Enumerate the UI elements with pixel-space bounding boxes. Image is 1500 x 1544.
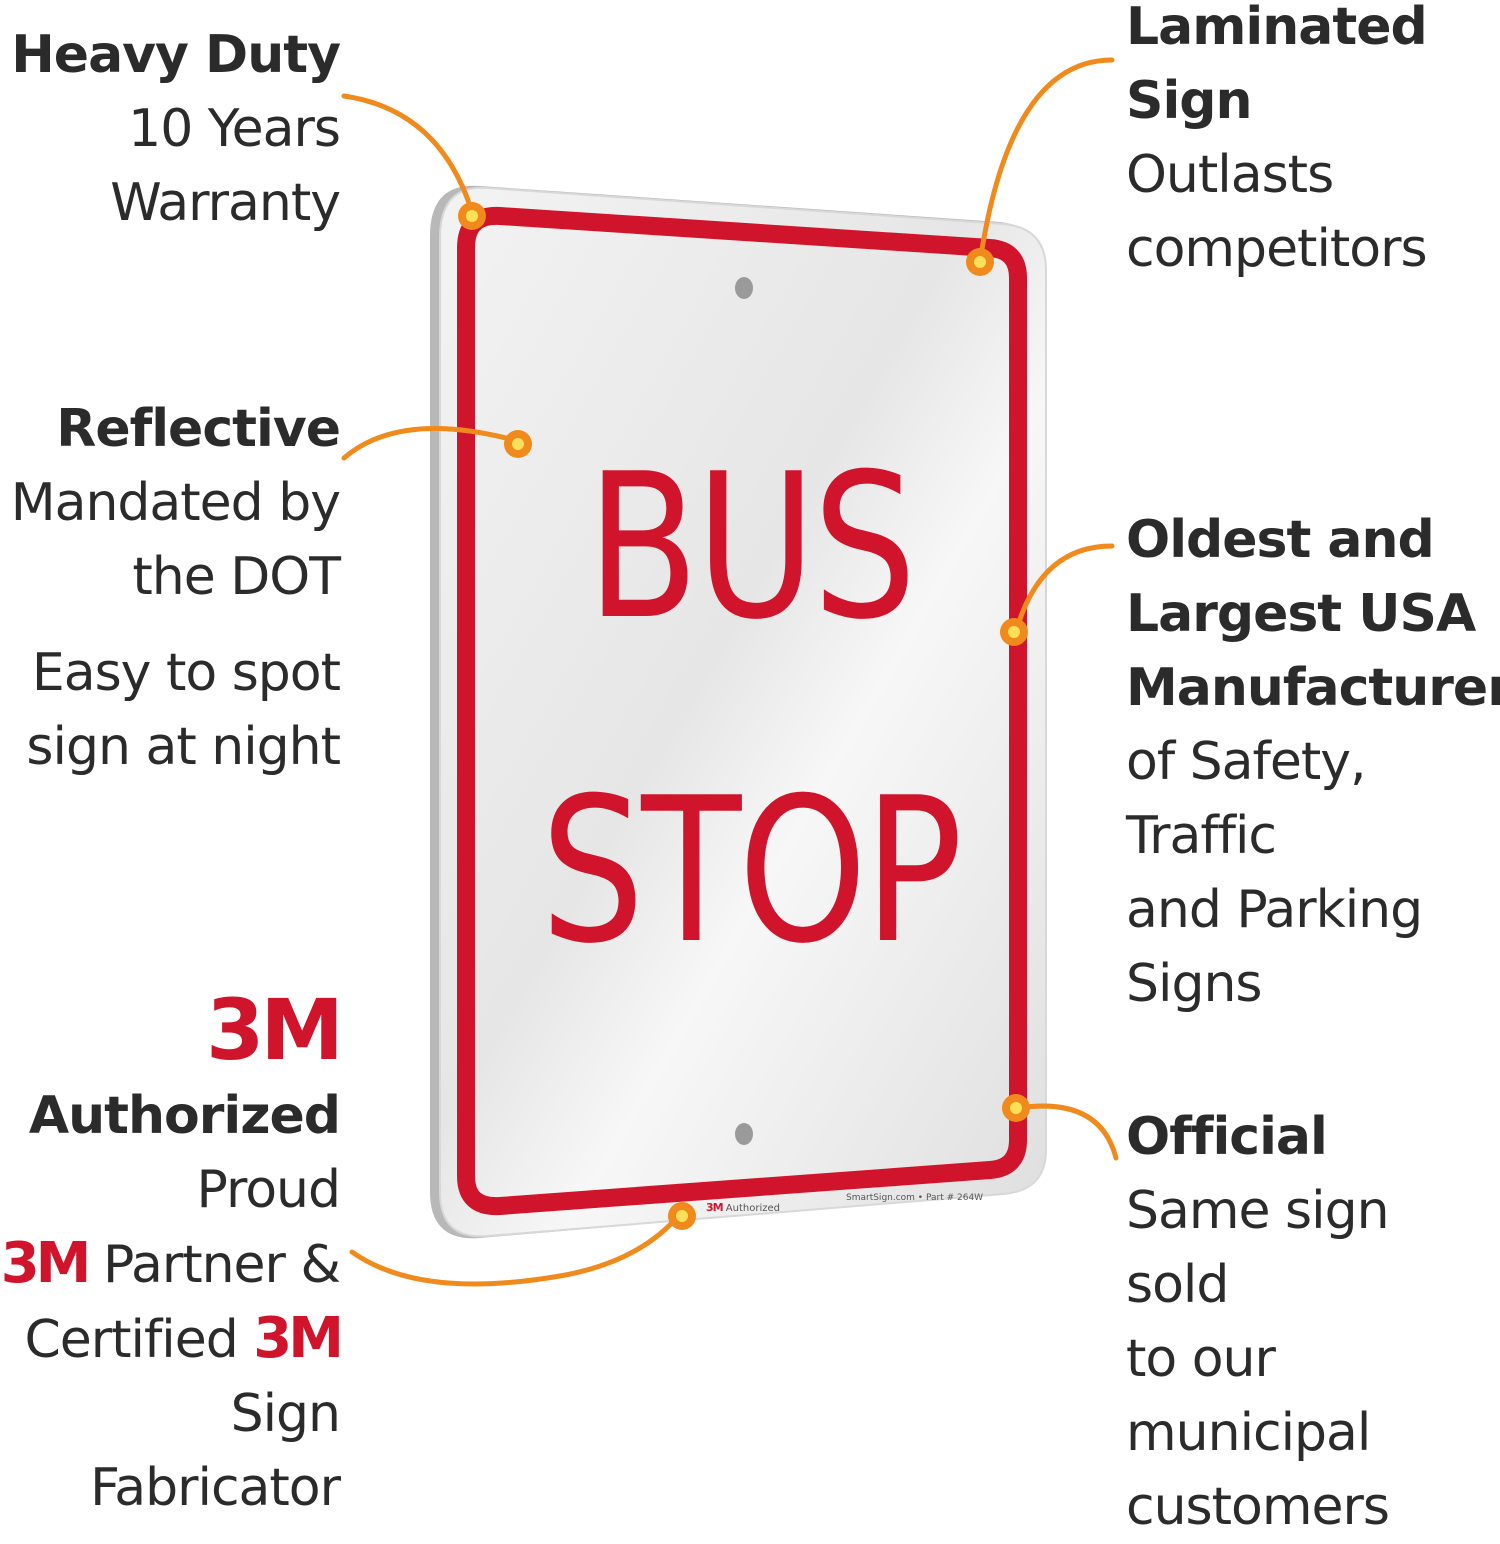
leader-heavy-duty	[341, 93, 475, 215]
callout-oldest-largest: Oldest and Largest USA Manufacturer of S…	[1126, 503, 1500, 1021]
callout-title: Reflective	[56, 399, 341, 459]
leader-reflective	[341, 426, 517, 461]
sign-illustration	[341, 57, 1119, 1287]
mounting-hole-top	[735, 277, 753, 299]
leader-laminated	[977, 57, 1115, 265]
callout-text: Sign Fabricator	[90, 1384, 341, 1518]
3m-logo: 3M	[205, 981, 344, 1079]
sign-border	[457, 206, 1027, 1216]
sign-text-stop: STOP	[540, 755, 962, 988]
callout-text: Partner &	[102, 1235, 341, 1295]
callout-reflective: Reflective Mandated by the DOT Easy to s…	[10, 392, 341, 784]
callout-text: Signs	[1126, 954, 1263, 1014]
sign-face	[439, 186, 1047, 1238]
callout-title: Sign	[1126, 71, 1253, 131]
callout-text: and Parking	[1126, 880, 1423, 940]
3m-logo-inline: 3M	[0, 1231, 92, 1296]
callout-text: Outlasts	[1126, 145, 1334, 205]
callout-title: Official	[1126, 1107, 1328, 1167]
callout-text: to our municipal	[1126, 1329, 1371, 1463]
sign-footer-authorized: 3M Authorized	[706, 1202, 780, 1215]
leader-oldest	[1013, 543, 1115, 635]
callout-3m-authorized: 3M Authorized Proud 3M Partner & Certifi…	[0, 981, 344, 1525]
callout-title: Largest USA	[1126, 584, 1476, 644]
callout-text: the DOT	[132, 547, 341, 607]
callout-text: of Safety, Traffic	[1126, 732, 1367, 866]
callout-official: Official Same sign sold to our municipal…	[1126, 1100, 1500, 1544]
leader-official	[1015, 1103, 1119, 1161]
callout-text: customers	[1126, 1477, 1390, 1537]
3m-logo-inline: 3M	[253, 1306, 344, 1371]
callout-title: Laminated	[1126, 0, 1428, 57]
sign-text-bus: BUS	[586, 431, 917, 664]
callout-text: 10 Years	[128, 99, 341, 159]
callout-title: Oldest and	[1126, 510, 1435, 570]
callout-text: sign at night	[26, 717, 341, 777]
callout-text: Warranty	[110, 173, 341, 233]
callout-laminated: Laminated Sign Outlasts competitors	[1126, 0, 1428, 286]
callout-text: competitors	[1126, 219, 1428, 279]
callout-text: Certified	[24, 1310, 238, 1370]
footer-3m-logo: 3M	[706, 1201, 724, 1214]
footer-authorized-text: Authorized	[725, 1203, 780, 1214]
callout-text: Proud	[196, 1160, 341, 1220]
callout-text: Same sign sold	[1126, 1181, 1390, 1315]
sign-footer-part-number: SmartSign.com • Part # 264W	[846, 1193, 984, 1203]
callout-text: Easy to spot	[31, 643, 341, 703]
leader-authorized	[349, 1211, 683, 1287]
callout-text: Mandated by	[10, 473, 341, 533]
callout-heavy-duty: Heavy Duty 10 Years Warranty	[11, 18, 341, 240]
callout-title: Authorized	[28, 1086, 341, 1146]
callout-title: Manufacturer	[1126, 658, 1500, 718]
mounting-hole-bottom	[735, 1123, 753, 1145]
callout-title: Heavy Duty	[11, 25, 341, 85]
